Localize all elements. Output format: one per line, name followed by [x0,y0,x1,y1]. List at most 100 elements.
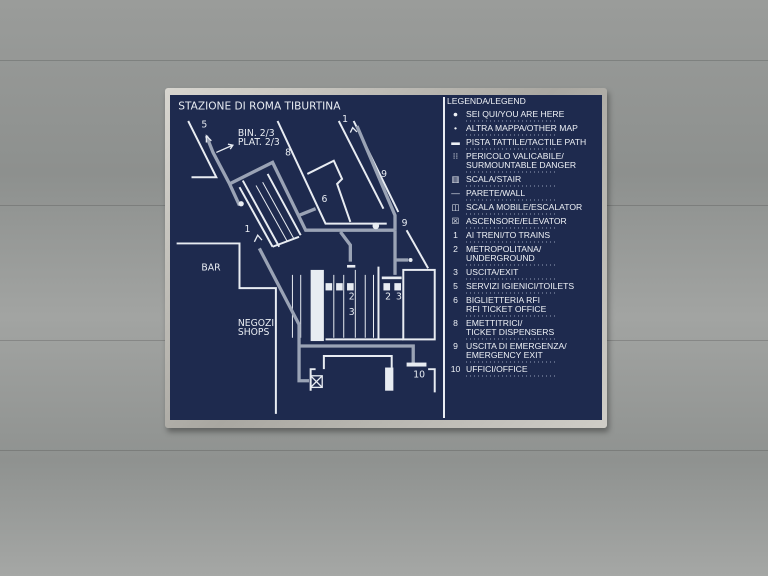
legend-item-body: SEI QUI/YOU ARE HERE [466,110,602,122]
legend-label: EMETTITRICI/ TICKET DISPENSERS [466,318,555,337]
legend-item: — PARETE/WALL [447,189,602,201]
legend-item: ◫ SCALA MOBILE/ESCALATOR [447,203,602,215]
legend-number: 9 [453,341,458,351]
legend-label: SERVIZI IGIENICI/TOILETS [466,281,575,291]
escalator-icon [347,283,354,291]
legend-item-body: EMETTITRICI/ TICKET DISPENSERS [466,319,602,340]
legend-item: ☒ASCENSORE/ELEVATOR [447,217,602,229]
braille-text [466,241,556,243]
braille-text [466,315,556,317]
braille-text [466,375,556,377]
legend-label: BIGLIETTERIA RFI RFI TICKET OFFICE [466,295,547,314]
wall-joint [0,60,768,61]
legend-label: AI TRENI/TO TRAINS [466,230,551,240]
legend-item-body: SERVIZI IGIENICI/TOILETS [466,282,602,294]
legend-item: 6 BIGLIETTERIA RFI RFI TICKET OFFICE [447,296,602,317]
stair-icon: ▥ [451,174,460,184]
office-marker [406,362,427,367]
braille-text [466,185,556,187]
stair-lines [255,181,375,338]
danger-icon: ⁝⁝ [452,151,459,161]
braille-text [466,134,556,136]
label-shops-en: SHOPS [238,327,270,338]
you-are-here-dot [372,222,380,230]
legend-label: SCALA/STAIR [466,174,522,184]
legend-item-body: UFFICI/OFFICE [466,365,602,377]
legend-label: PISTA TATTILE/TACTILE PATH [466,137,587,147]
legend-list: ● SEI QUI/YOU ARE HERE • ALTRA MAPPA/OTHER … [447,110,602,377]
legend-item-body: USCITA DI EMERGENZA/ EMERGENCY EXIT [466,342,602,363]
legend-item: 10 UFFICI/OFFICE [447,365,602,377]
escalator-icon [394,283,401,291]
braille-text [466,148,556,150]
braille-text [466,278,556,280]
braille-text [466,292,556,294]
label-platform: BIN. 2/3 [238,128,275,139]
legend-label: ALTRA MAPPA/OTHER MAP [466,123,578,133]
map-symbols [238,201,427,391]
legend-number: 1 [453,230,458,240]
legend-label: SEI QUI/YOU ARE HERE [466,109,565,119]
tactile-path [204,125,415,383]
station-map: STAZIONE DI ROMA TIBURTINA 5 BIN. 2/3 PL… [176,100,436,414]
legend-item: ▥ SCALA/STAIR [447,175,602,187]
arrows [205,126,358,243]
legend-divider [443,97,445,418]
legend-item-body: SCALA MOBILE/ESCALATOR [466,203,602,215]
escalator-icon: ◫ [451,202,460,212]
label-5: 5 [201,120,207,131]
tactile-path-icon: ▬ [451,137,460,147]
label-1-left: 1 [244,224,250,235]
legend-item-body: SCALA/STAIR [466,175,602,187]
escalator-icon [325,283,333,291]
legend-item-body: PERICOLO VALICABILE/ SURMOUNTABLE DANGER [466,152,602,173]
legend-item-body: USCITA/EXIT [466,268,602,280]
label-3b: 3 [396,292,402,303]
label-2b: 2 [385,292,391,303]
label-9a: 9 [381,169,387,180]
map-title: STAZIONE DI ROMA TIBURTINA [178,100,341,112]
legend-item-body: PISTA TATTILE/TACTILE PATH [466,138,602,150]
other-map-dot-icon: • [453,123,457,133]
braille-text [466,338,556,340]
legend-label: USCITA/EXIT [466,267,519,277]
legend-number: 2 [453,244,458,254]
escalator-block [310,269,324,342]
legend-title: LEGENDA/LEGEND [447,96,526,106]
legend-item: • ALTRA MAPPA/OTHER MAP [447,124,602,136]
legend-item-body: METROPOLITANA/ UNDERGROUND [466,245,602,266]
legend-number: 8 [453,318,458,328]
you-are-here-dot-icon: ● [452,109,459,119]
wall-block [385,367,394,391]
label-8: 8 [285,148,291,159]
wall-icon: — [451,188,460,198]
legend-item: 9 USCITA DI EMERGENZA/ EMERGENCY EXIT [447,342,602,363]
legend-number: 10 [450,364,461,374]
legend-item-body: AI TRENI/TO TRAINS [466,231,602,243]
label-10: 10 [413,369,425,380]
escalator-icon [336,283,343,291]
legend-item: 2 METROPOLITANA/ UNDERGROUND [447,245,602,266]
legend-number: 6 [453,295,458,305]
legend-label: SCALA MOBILE/ESCALATOR [466,202,583,212]
sign-panel [170,95,602,420]
braille-text [466,171,556,173]
braille-text [466,264,556,266]
danger-strip [347,264,356,268]
legend: LEGENDA/LEGEND ● SEI QUI/YOU ARE HERE • ALT… [447,97,602,379]
danger-strip [381,276,402,280]
escalator-icon [383,283,391,291]
legend-item-body: ASCENSORE/ELEVATOR [466,217,602,229]
legend-item: 1 AI TRENI/TO TRAINS [447,231,602,243]
braille-text [466,227,556,229]
legend-item: 8 EMETTITRICI/ TICKET DISPENSERS [447,319,602,340]
legend-label: USCITA DI EMERGENZA/ EMERGENCY EXIT [466,341,567,360]
braille-text [466,213,556,215]
legend-item: ● SEI QUI/YOU ARE HERE [447,110,602,122]
label-2a: 2 [349,292,355,303]
other-map-dot [408,257,413,262]
braille-text [466,120,556,122]
legend-item-body: PARETE/WALL [466,189,602,201]
